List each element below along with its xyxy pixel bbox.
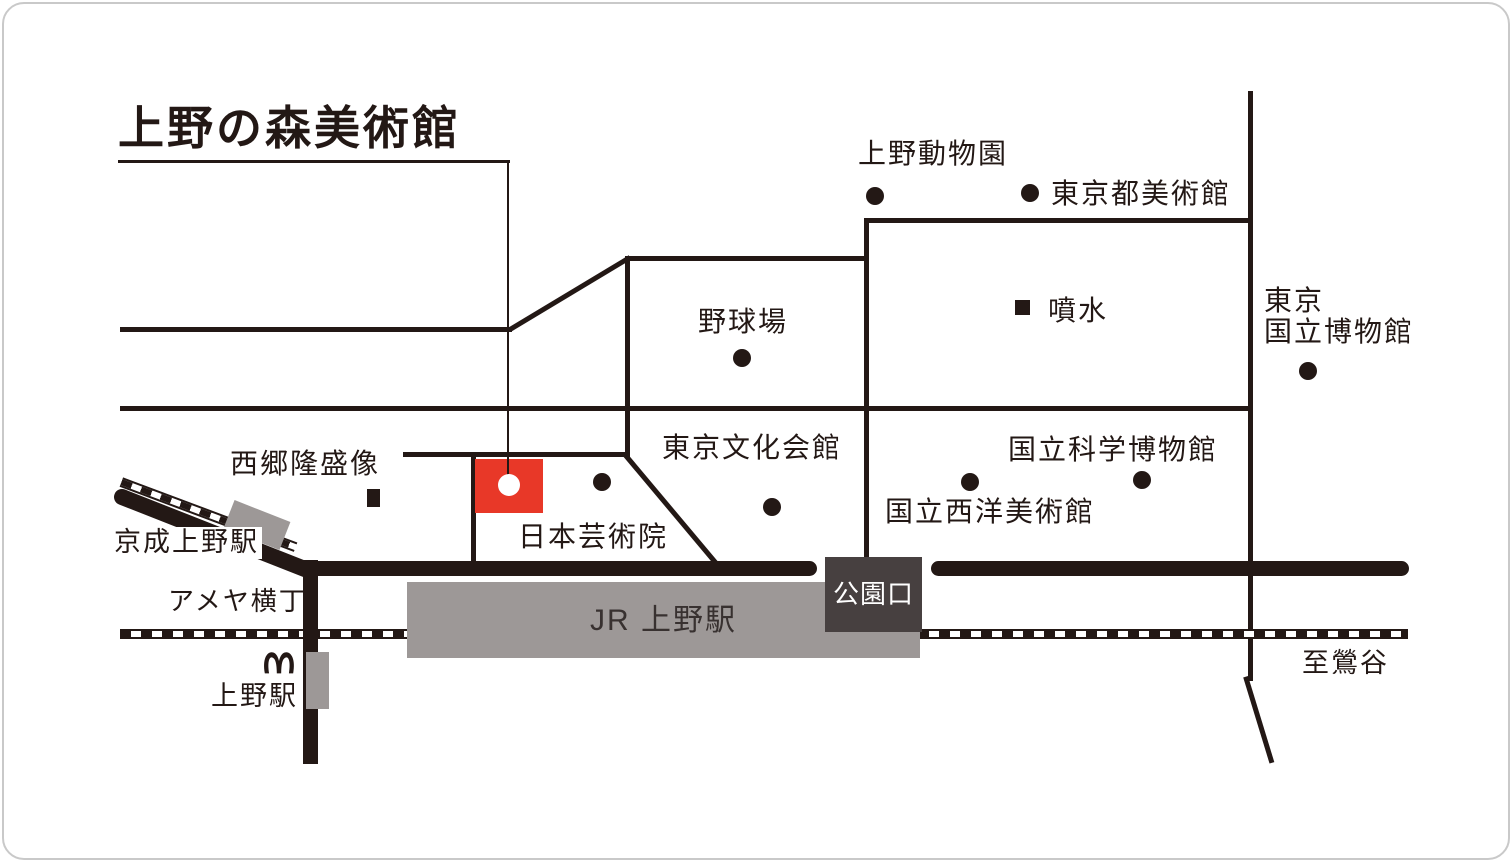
museum-marker-circle bbox=[498, 474, 520, 496]
fountain-label: 噴水 bbox=[1048, 295, 1109, 326]
jr-ueno-station-label: JR 上野駅 bbox=[590, 603, 737, 637]
to-uguisudani-label: 至鶯谷 bbox=[1302, 648, 1389, 678]
park-exit-box: 公園口 bbox=[825, 557, 922, 632]
tokyo-national-museum-line2: 国立博物館 bbox=[1264, 315, 1415, 347]
tokyo-metro-logo-icon bbox=[262, 648, 296, 676]
baseball-field-dot bbox=[733, 349, 751, 367]
road-museum-front bbox=[403, 452, 630, 457]
title-underline bbox=[118, 160, 510, 163]
road-east-vertical bbox=[1248, 91, 1253, 681]
bunka-kaikan-label: 東京文化会館 bbox=[662, 432, 843, 463]
road-east-vertical-lower-bend bbox=[1243, 676, 1275, 764]
art-academy-label: 日本芸術院 bbox=[518, 521, 669, 552]
fountain-marker bbox=[1015, 300, 1030, 315]
main-road-west-segment bbox=[301, 561, 817, 576]
subway-station-building bbox=[306, 652, 329, 709]
title-leader-line bbox=[507, 161, 509, 483]
road-baseball-west bbox=[625, 256, 630, 457]
tokyo-national-museum-dot bbox=[1299, 362, 1317, 380]
western-art-museum-dot bbox=[961, 473, 979, 491]
tokyo-national-museum-line1: 東京 bbox=[1264, 285, 1325, 316]
road-upper-west bbox=[120, 327, 512, 332]
metropolitan-art-museum-label: 東京都美術館 bbox=[1051, 178, 1232, 209]
saigo-statue-marker bbox=[367, 489, 380, 507]
zoo-label: 上野動物園 bbox=[858, 138, 1009, 169]
subway-ueno-station-label: 上野駅 bbox=[211, 681, 298, 711]
western-art-museum-label: 国立西洋美術館 bbox=[885, 496, 1096, 527]
bunka-kaikan-dot bbox=[763, 498, 781, 516]
science-museum-label: 国立科学博物館 bbox=[1008, 434, 1219, 465]
map-title: 上野の森美術館 bbox=[118, 102, 461, 154]
main-road-east-segment bbox=[931, 561, 1409, 576]
road-art-academy-west bbox=[471, 452, 476, 565]
metropolitan-art-museum-dot bbox=[1021, 184, 1039, 202]
park-exit-label: 公園口 bbox=[832, 579, 914, 610]
science-museum-dot bbox=[1133, 471, 1151, 489]
road-baseball-north bbox=[625, 256, 869, 261]
road-fountain-west bbox=[864, 218, 869, 559]
baseball-field-label: 野球場 bbox=[698, 306, 789, 337]
tokyo-national-museum-label: 東京 国立博物館 bbox=[1264, 285, 1415, 348]
zoo-dot bbox=[866, 187, 884, 205]
art-academy-dot bbox=[593, 473, 611, 491]
saigo-statue-label: 西郷隆盛像 bbox=[230, 448, 381, 479]
road-upper-diagonal bbox=[508, 255, 632, 332]
road-fountain-north bbox=[864, 218, 1253, 223]
road-middle-horizontal bbox=[120, 406, 1253, 411]
ameya-yokocho-label: アメヤ横丁 bbox=[168, 586, 307, 616]
keisei-ueno-station-label: 京成上野駅 bbox=[111, 527, 262, 559]
